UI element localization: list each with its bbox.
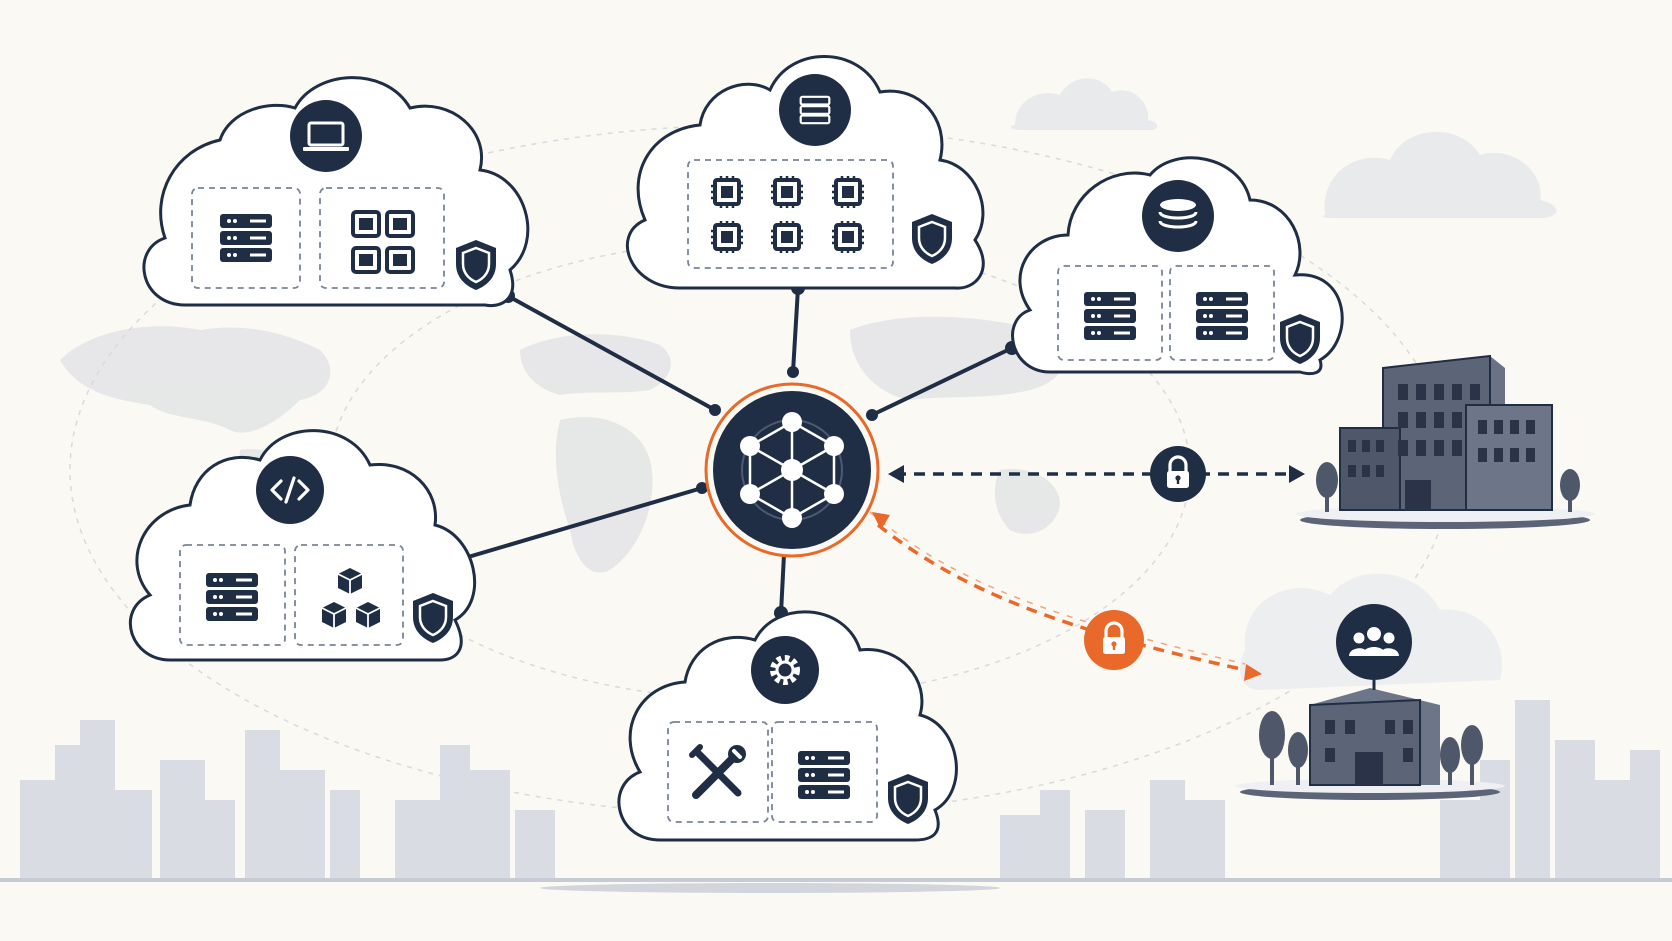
network-hub: [704, 382, 880, 558]
tile: [319, 187, 445, 289]
tile: [294, 544, 404, 646]
gear-icon: [751, 636, 819, 704]
network-mesh-icon: [740, 412, 844, 528]
server-rack-icon: [779, 74, 851, 146]
office-building-icon: [1295, 354, 1595, 529]
server-rack-icon: [1084, 292, 1136, 340]
city-skyline: [20, 700, 1660, 880]
lock-icon: [1150, 446, 1206, 502]
laptop-icon: [290, 100, 362, 172]
server-rack-icon: [220, 214, 272, 262]
tile: [179, 544, 286, 646]
tile: [771, 721, 878, 823]
database-icon: [1142, 180, 1214, 252]
tile: [667, 721, 769, 823]
tools-icon: [689, 744, 746, 799]
connections: [457, 287, 1013, 614]
lock-icon: [1084, 610, 1144, 670]
server-rack-icon: [1196, 292, 1248, 340]
server-rack-icon: [206, 573, 258, 621]
secure-link-branch: [869, 511, 1262, 681]
users-icon: [1336, 604, 1412, 680]
cloud-development: [128, 429, 477, 662]
secure-link-headquarters: [888, 446, 1305, 502]
branch-building-icon: [1235, 604, 1505, 800]
cloud-operations: [617, 610, 958, 842]
tile: [191, 187, 301, 289]
cloud-devices: [142, 76, 530, 308]
ground-shadow: [540, 883, 1000, 893]
tile: [1169, 265, 1275, 361]
ground-line: [0, 878, 1672, 882]
server-rack-icon: [798, 751, 850, 799]
tile: [1057, 265, 1163, 361]
cloud-compute: [626, 55, 985, 290]
cloud-storage: [1011, 156, 1344, 375]
